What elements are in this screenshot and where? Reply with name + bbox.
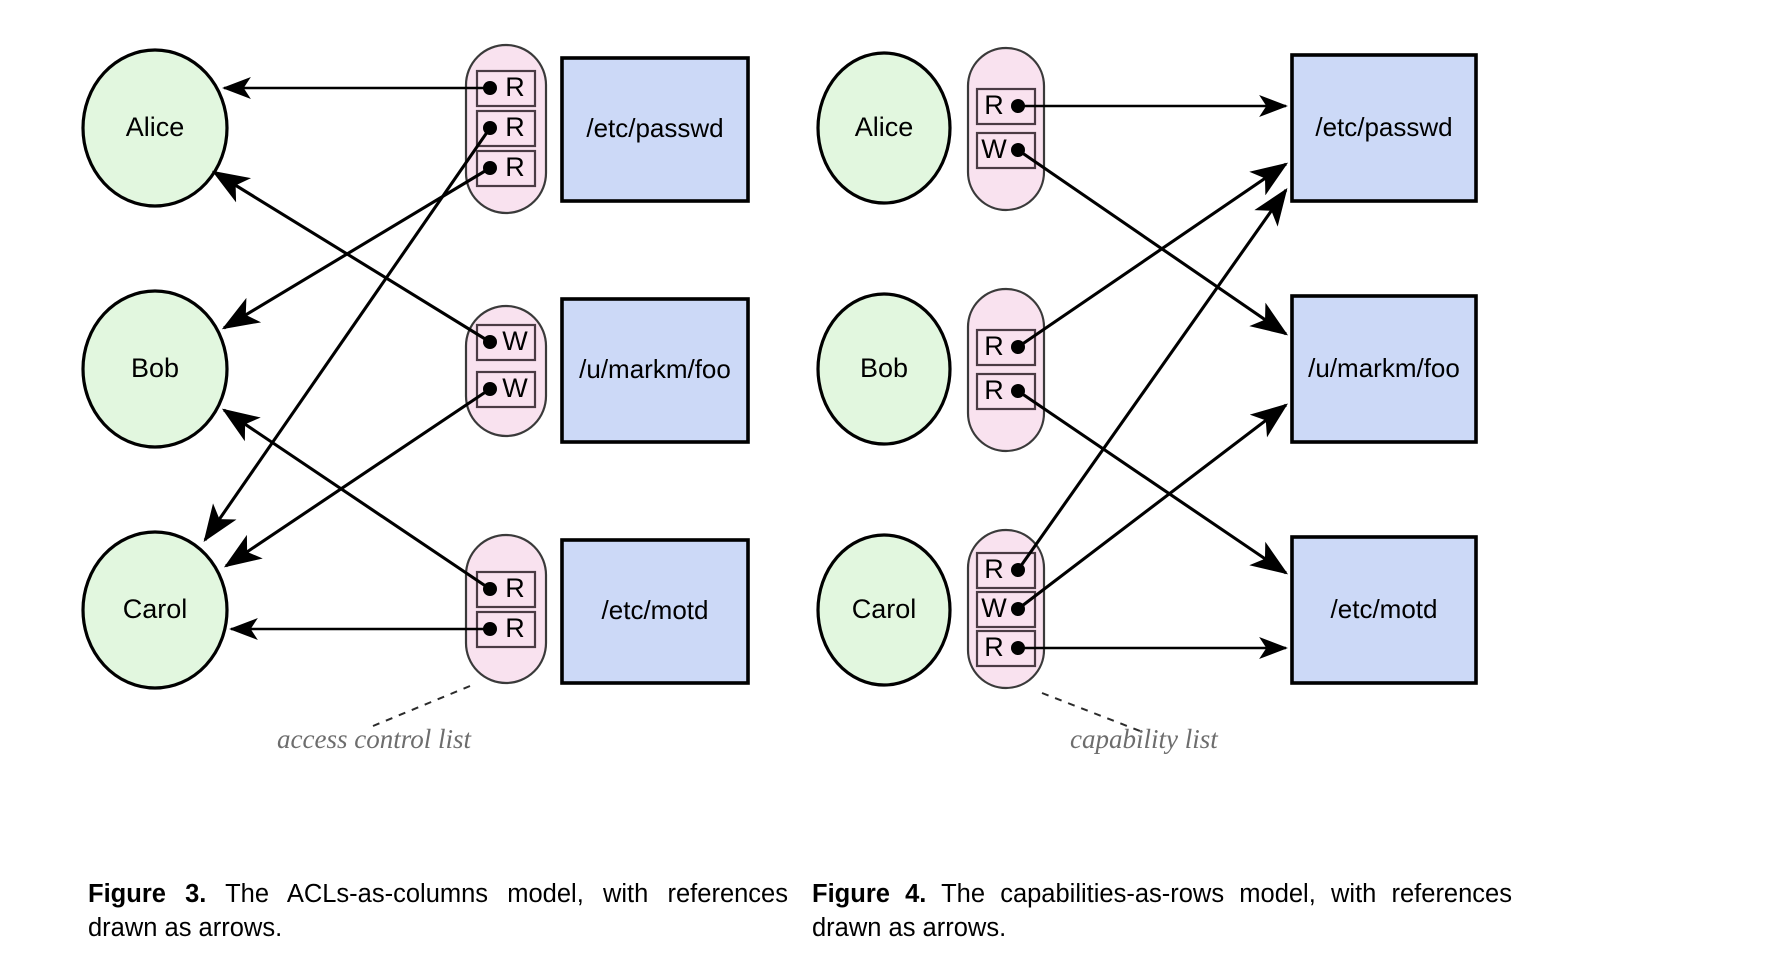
principal-carol-fig4[interactable]: Carol xyxy=(816,533,952,687)
principal-carol-fig3[interactable]: Carol xyxy=(81,530,229,690)
annotation-leader-line-fig4 xyxy=(1041,692,1141,732)
principal-label: Bob xyxy=(131,353,179,383)
principal-bob-fig3[interactable]: Bob xyxy=(81,289,229,449)
reference-arrow-motd-r1-bob xyxy=(221,408,491,591)
reference-arrow-passwd-r2-carol xyxy=(203,127,492,543)
capability-entry[interactable]: W xyxy=(975,590,1037,629)
caption-figure-3: Figure 3. The ACLs-as-columns model, wit… xyxy=(88,878,788,946)
acl-entry[interactable]: R xyxy=(475,69,537,108)
file-label: /etc/motd xyxy=(602,595,709,625)
capability-entry[interactable]: R xyxy=(975,328,1037,367)
principal-label: Carol xyxy=(852,594,917,624)
principal-alice-fig4[interactable]: Alice xyxy=(816,51,952,205)
acl-entry-label: R xyxy=(505,573,525,603)
capability-list-bob-fig4[interactable]: R R xyxy=(966,287,1046,453)
acl-entry-label: R xyxy=(505,613,525,643)
principal-label: Bob xyxy=(860,353,908,383)
reference-arrow-carol-r-passwd xyxy=(1016,187,1288,571)
reference-arrow-foo-w2-carol xyxy=(223,387,491,568)
acl-entry-label: W xyxy=(502,326,528,356)
file-label: /etc/passwd xyxy=(586,113,723,143)
acl-entry[interactable]: W xyxy=(475,370,537,409)
capability-entry-label: W xyxy=(981,593,1007,623)
figure-3-group: Alice Bob Carol /etc/passwd /u/markm/foo xyxy=(81,43,750,754)
principal-label: Carol xyxy=(123,594,188,624)
file-etc-passwd-fig4[interactable]: /etc/passwd xyxy=(1290,53,1478,203)
capability-list-alice-fig4[interactable]: R W xyxy=(966,46,1046,212)
acl-entry-label: R xyxy=(505,152,525,182)
file-label: /u/markm/foo xyxy=(579,354,731,384)
file-etc-motd-fig4[interactable]: /etc/motd xyxy=(1290,535,1478,685)
figure-captions: Figure 3. The ACLs-as-columns model, wit… xyxy=(0,878,1770,974)
acl-u-markm-foo-fig3[interactable]: W W xyxy=(464,304,548,438)
capability-entry[interactable]: R xyxy=(975,87,1037,126)
caption-figure-4-body: The capabilities-as-rows model, with ref… xyxy=(812,880,1512,942)
annotation-access-control-list: access control list xyxy=(277,724,472,754)
caption-figure-3-label: Figure 3. xyxy=(88,880,207,908)
principal-alice-fig3[interactable]: Alice xyxy=(81,48,229,208)
file-etc-motd-fig3[interactable]: /etc/motd xyxy=(560,538,750,685)
annotation-capability-list: capability list xyxy=(1070,724,1219,754)
reference-arrow-alice-w-foo xyxy=(1017,148,1289,336)
acl-entry-label: R xyxy=(505,112,525,142)
reference-arrow-carol-w-foo xyxy=(1017,403,1288,611)
file-label: /u/markm/foo xyxy=(1308,353,1460,383)
principal-bob-fig4[interactable]: Bob xyxy=(816,292,952,446)
acl-entry[interactable]: R xyxy=(475,109,537,148)
file-etc-passwd-fig3[interactable]: /etc/passwd xyxy=(560,56,750,203)
acl-entry-label: W xyxy=(502,373,528,403)
reference-arrow-passwd-r3-bob xyxy=(221,166,491,330)
file-label: /etc/passwd xyxy=(1315,112,1452,142)
acl-entry[interactable]: W xyxy=(475,323,537,362)
capability-entry-label: R xyxy=(984,90,1004,120)
acl-entry[interactable]: R xyxy=(475,570,537,609)
principal-label: Alice xyxy=(855,112,914,142)
reference-arrow-bob-r-passwd xyxy=(1017,162,1289,349)
reference-arrow-foo-w1-alice xyxy=(211,170,491,344)
caption-figure-3-body: The ACLs-as-columns model, with referenc… xyxy=(88,880,788,942)
file-label: /etc/motd xyxy=(1331,594,1438,624)
capability-entry-label: R xyxy=(984,331,1004,361)
capability-entry-label: R xyxy=(984,375,1004,405)
acl-entry-label: R xyxy=(505,72,525,102)
capability-entry-label: R xyxy=(984,554,1004,584)
file-u-markm-foo-fig3[interactable]: /u/markm/foo xyxy=(560,297,750,444)
reference-arrow-bob-r-motd xyxy=(1017,389,1289,575)
annotation-leader-line-fig3 xyxy=(372,685,471,727)
acl-etc-motd-fig3[interactable]: R R xyxy=(464,533,548,685)
figure-4-group: Alice Bob Carol /etc/passwd /u/markm/foo xyxy=(816,46,1478,754)
principal-label: Alice xyxy=(126,112,185,142)
file-u-markm-foo-fig4[interactable]: /u/markm/foo xyxy=(1290,294,1478,444)
capability-list-carol-fig4[interactable]: R W R xyxy=(966,528,1046,690)
caption-figure-4: Figure 4. The capabilities-as-rows model… xyxy=(812,878,1512,946)
capability-entry[interactable]: R xyxy=(975,372,1037,411)
acl-etc-passwd-fig3[interactable]: R R R xyxy=(464,43,548,215)
capability-entry[interactable]: W xyxy=(975,131,1037,170)
capability-entry-label: W xyxy=(981,134,1007,164)
caption-figure-4-label: Figure 4. xyxy=(812,880,927,908)
acl-entry[interactable]: R xyxy=(475,149,537,188)
capability-entry-label: R xyxy=(984,632,1004,662)
